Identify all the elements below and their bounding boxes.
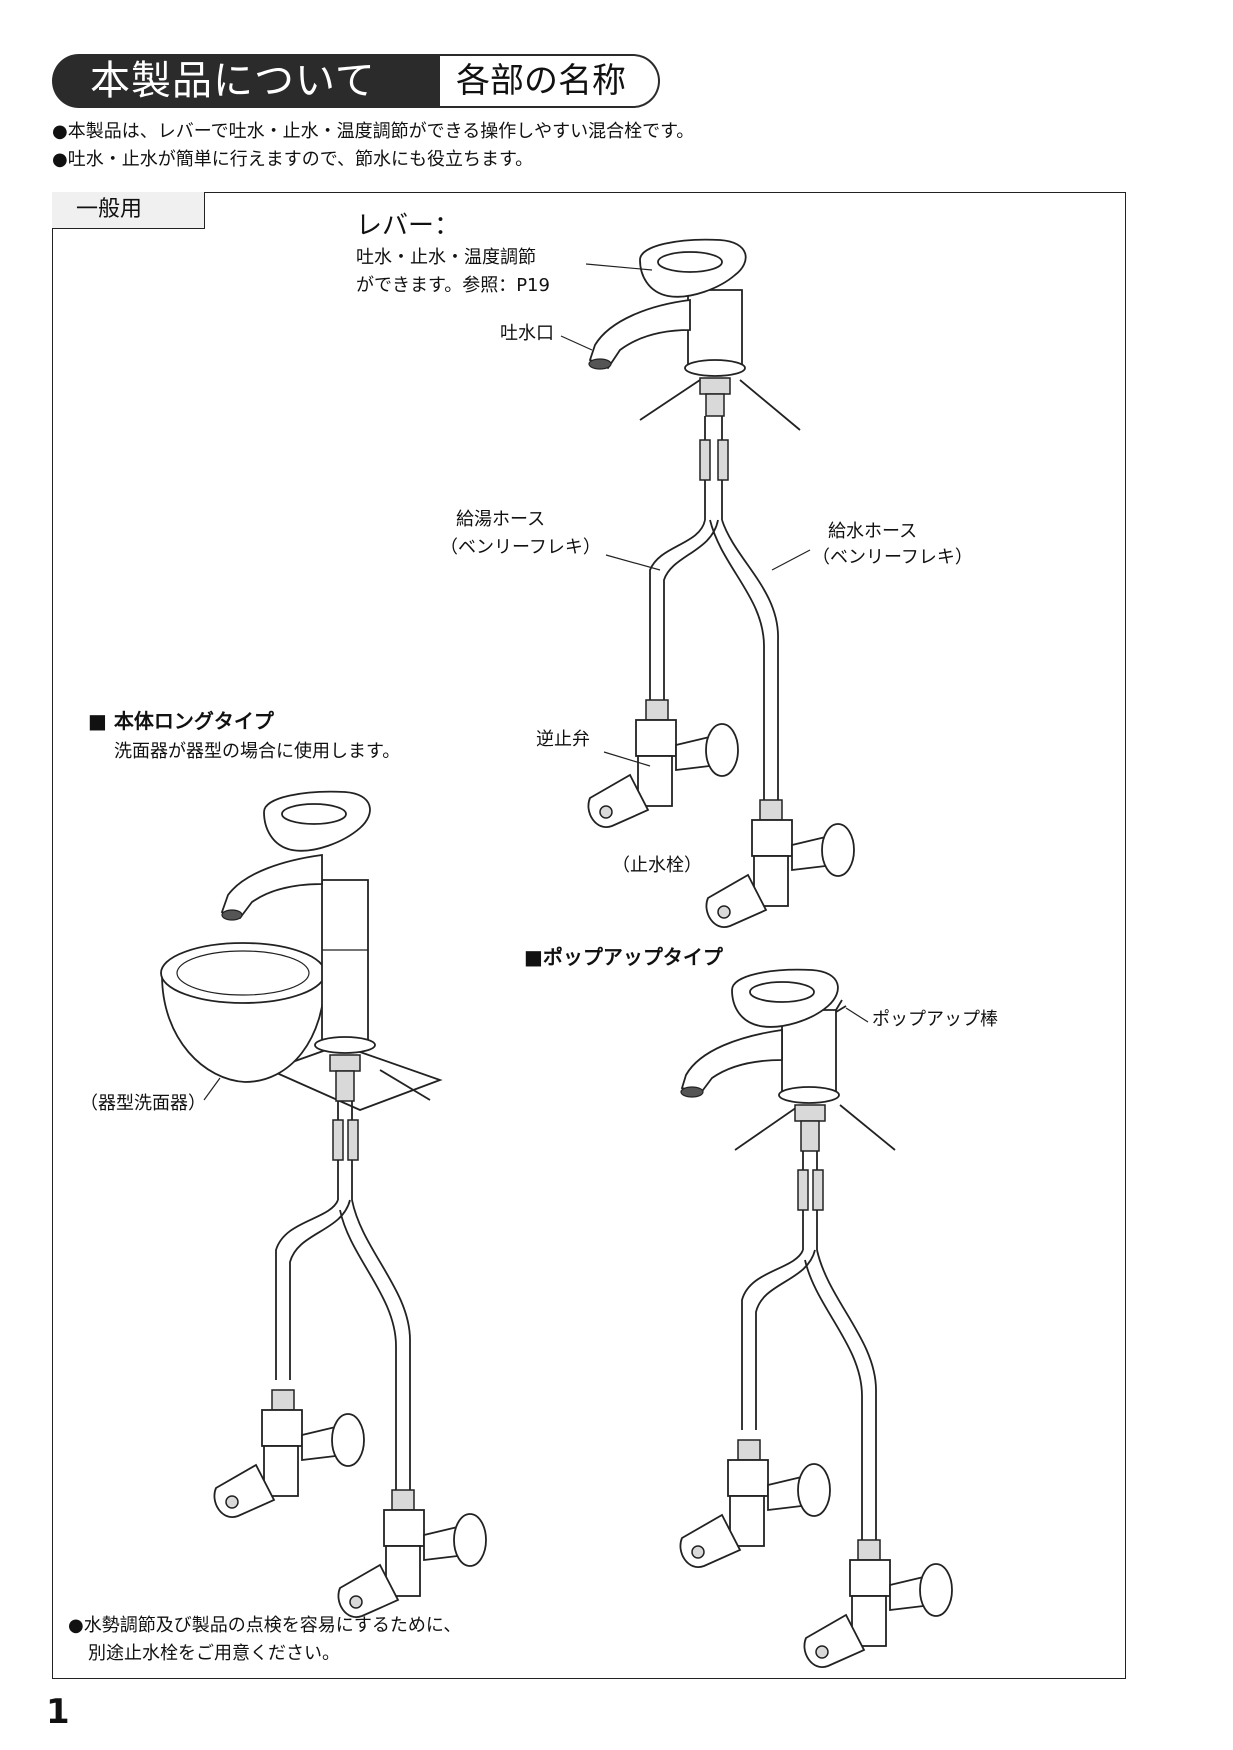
long-type-faucet-drawing (160, 790, 487, 1618)
cold-hose-label: 給水ホース (828, 521, 918, 542)
note-line-1: ●水勢調節及び製品の点検を容易にするために、 (68, 1615, 462, 1636)
page-number: 1 (46, 1692, 70, 1732)
parts-diagram-panel (52, 192, 1126, 1679)
lever-desc-line-1: 吐水・止水・温度調節 (356, 247, 536, 268)
panel-tag-box (52, 192, 205, 229)
spout-label: 吐水口 (500, 323, 554, 344)
general-faucet-drawing (560, 238, 855, 928)
long-type-description: 洗面器が器型の場合に使用します。 (114, 741, 401, 762)
page-subtitle: 各部の名称 (456, 61, 626, 101)
stop-valve-label: （止水栓） (612, 855, 702, 876)
lever-desc-line-2: ができます。参照：P19 (356, 275, 550, 296)
check-valve-label: 逆止弁 (536, 729, 590, 750)
intro-line-1: ●本製品は、レバーで吐水・止水・温度調節ができる操作しやすい混合栓です。 (52, 121, 695, 142)
note-line-2: 別途止水栓をご用意ください。 (88, 1643, 340, 1664)
header-title-background (52, 54, 440, 108)
hot-hose-label: 給湯ホース (456, 509, 546, 530)
popup-type-faucet-drawing (679, 968, 953, 1668)
panel-tag-label: 一般用 (76, 197, 143, 222)
cold-hose-sub-label: （ベンリーフレキ） (812, 547, 973, 568)
intro-line-2: ●吐水・止水が簡単に行えますので、節水にも役立ちます。 (52, 149, 534, 170)
hot-hose-sub-label: （ベンリーフレキ） (440, 537, 601, 558)
popup-type-title: ■ポップアップタイプ (524, 945, 723, 969)
vessel-basin-label: （器型洗面器） (80, 1093, 206, 1114)
popup-rod-label: ポップアップ棒 (872, 1009, 998, 1030)
header-subtitle-frame (440, 54, 660, 108)
page-title: 本製品について (90, 58, 376, 104)
lever-title: レバー： (356, 211, 461, 241)
long-type-title: ■ 本体ロングタイプ (88, 709, 274, 733)
